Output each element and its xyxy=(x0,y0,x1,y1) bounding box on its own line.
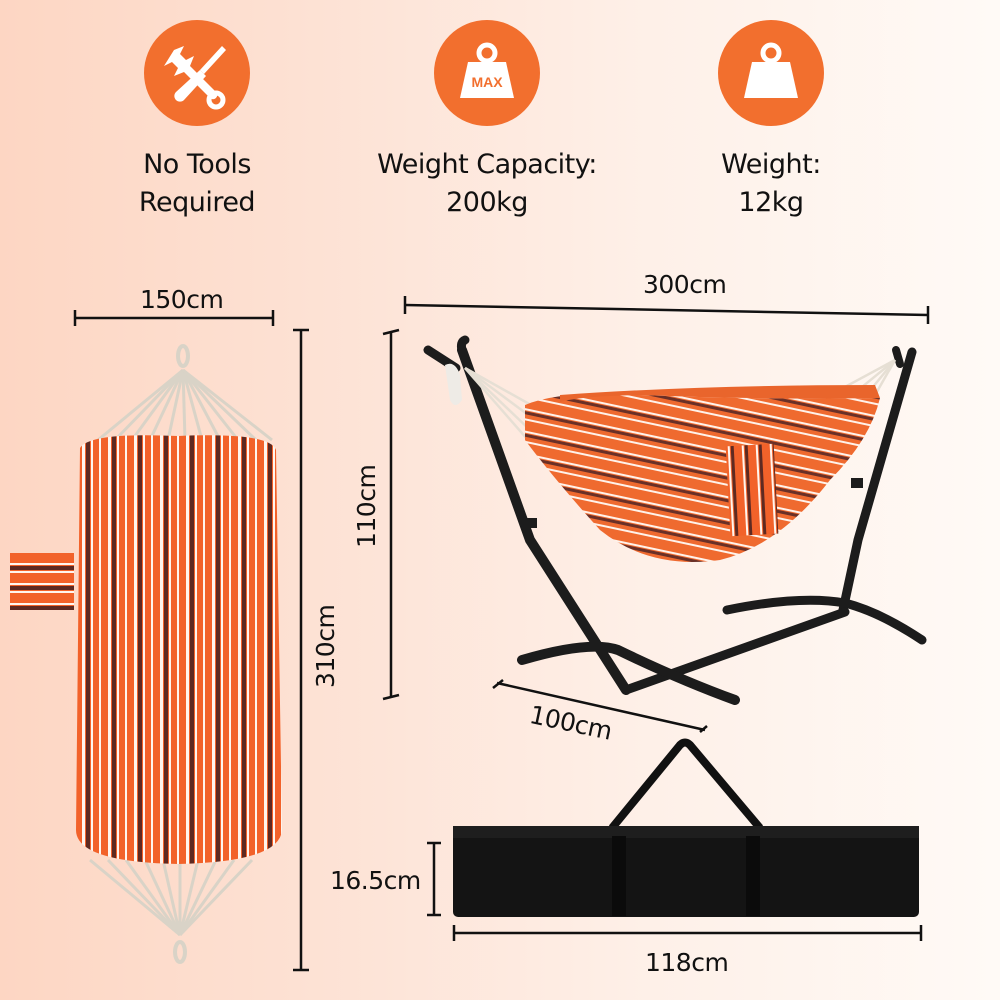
feature-label: Weight: 12kg xyxy=(641,146,901,222)
stand-length-label: 300cm xyxy=(643,270,727,299)
stand-height-label: 110cm xyxy=(352,464,381,548)
bag-length-label: 118cm xyxy=(645,948,729,977)
feature-weight-capacity: MAX Weight Capacity: 200kg xyxy=(357,20,617,222)
feature-line1: Weight: xyxy=(721,149,821,180)
tools-icon xyxy=(144,20,250,126)
hammock-width-label: 150cm xyxy=(140,285,224,314)
feature-label: Weight Capacity: 200kg xyxy=(357,146,617,222)
hammock-stand-image xyxy=(423,335,927,705)
feature-line2: 200kg xyxy=(446,187,528,218)
carry-bag-image xyxy=(453,738,919,917)
feature-line2: 12kg xyxy=(738,187,804,218)
hammock-length-label: 310cm xyxy=(311,604,340,688)
feature-label: No Tools Required xyxy=(67,146,327,222)
svg-text:MAX: MAX xyxy=(471,74,503,90)
feature-line2: Required xyxy=(138,187,256,218)
feature-line1: Weight Capacity: xyxy=(377,149,597,180)
bag-height-label: 16.5cm xyxy=(330,866,421,895)
weight-icon xyxy=(718,20,824,126)
feature-no-tools: No Tools Required xyxy=(67,20,327,222)
max-weight-icon: MAX xyxy=(434,20,540,126)
dimension-lines xyxy=(73,296,930,972)
feature-weight: Weight: 12kg xyxy=(641,20,901,222)
feature-line1: No Tools xyxy=(143,149,251,180)
flat-hammock-image xyxy=(10,344,282,964)
